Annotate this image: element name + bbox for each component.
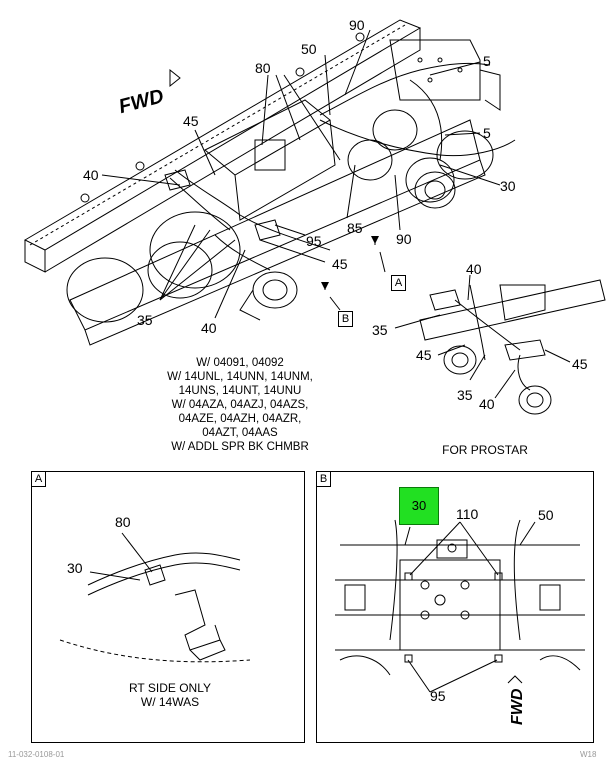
callout-35: 35 — [137, 312, 153, 328]
prostar-callout-35-low: 35 — [457, 387, 473, 403]
detail-b-callout-50: 50 — [538, 507, 554, 523]
detail-b-callout-110: 110 — [456, 506, 479, 522]
view-arrow-a-icon — [371, 236, 379, 244]
callout-50: 50 — [301, 41, 317, 57]
callout-95: 95 — [306, 233, 322, 249]
callout-90-top: 90 — [349, 17, 365, 33]
callout-5-top: 5 — [483, 53, 491, 69]
detail-a-caption: RT SIDE ONLY W/ 14WAS — [100, 681, 240, 709]
prostar-callout-40-low: 40 — [479, 396, 495, 412]
detail-b-drawing — [335, 519, 585, 693]
option-note-line: 14UNS, 14UNT, 14UNU — [178, 385, 302, 397]
detail-b-tag: B — [316, 471, 331, 487]
prostar-callout-35: 35 — [372, 322, 388, 338]
callout-40-low: 40 — [201, 320, 217, 336]
option-note-line: W/ ADDL SPR BK CHMBR — [171, 441, 309, 453]
prostar-callout-45-right: 45 — [572, 356, 588, 372]
footer-right: W18 — [580, 750, 597, 759]
fwd-label: FWD — [116, 85, 166, 118]
detail-a-caption-line: W/ 14WAS — [140, 695, 200, 709]
detail-b-fwd-arrow-icon — [507, 675, 523, 684]
callout-40: 40 — [83, 167, 99, 183]
detail-a-callout-80: 80 — [115, 514, 131, 530]
view-arrow-b-icon — [321, 282, 329, 290]
highlight-part-30[interactable]: 30 — [399, 487, 439, 525]
prostar-view — [394, 274, 606, 415]
option-note-line: W/ 04091, 04092 — [196, 357, 284, 369]
detail-a-caption-line: RT SIDE ONLY — [128, 681, 212, 695]
detail-a-drawing — [59, 532, 251, 663]
prostar-caption: FOR PROSTAR — [442, 443, 528, 457]
view-tag-b: B — [338, 311, 353, 327]
option-note-line: 04AZT, 04AAS — [202, 427, 278, 439]
brake-chambers — [239, 109, 456, 321]
leader-lines — [101, 29, 501, 319]
callout-5-mid: 5 — [483, 125, 491, 141]
detail-b-callout-95: 95 — [430, 688, 446, 704]
fwd-arrow-icon — [169, 68, 181, 88]
option-note-line: W/ 14UNL, 14UNN, 14UNM, — [167, 371, 313, 383]
air-lines — [164, 62, 516, 271]
frame-rail — [23, 19, 422, 273]
option-note-line: W/ 04AZA, 04AZJ, 04AZS, — [171, 399, 309, 411]
callout-45: 45 — [183, 113, 199, 129]
callout-85: 85 — [347, 220, 363, 236]
detail-b-fwd-label: FWD — [509, 688, 526, 725]
callout-30: 30 — [500, 178, 516, 194]
detail-a-panel — [31, 471, 305, 743]
detail-a-callout-30: 30 — [67, 560, 83, 576]
option-note-line: 04AZE, 04AZH, 04AZR, — [178, 413, 302, 425]
footer-left: 11-032-0108-01 — [8, 750, 65, 759]
callout-45-low: 45 — [332, 256, 348, 272]
prostar-callout-40: 40 — [466, 261, 482, 277]
view-tag-a: A — [391, 275, 406, 291]
callout-90-low: 90 — [396, 231, 412, 247]
detail-a-tag: A — [31, 471, 46, 487]
callout-80: 80 — [255, 60, 271, 76]
prostar-callout-45-left: 45 — [416, 347, 432, 363]
option-note: W/ 04091, 04092 W/ 14UNL, 14UNN, 14UNM, … — [140, 356, 340, 454]
axle-assembly — [66, 119, 494, 346]
detail-b-panel — [316, 471, 594, 743]
crossmember — [204, 39, 501, 221]
